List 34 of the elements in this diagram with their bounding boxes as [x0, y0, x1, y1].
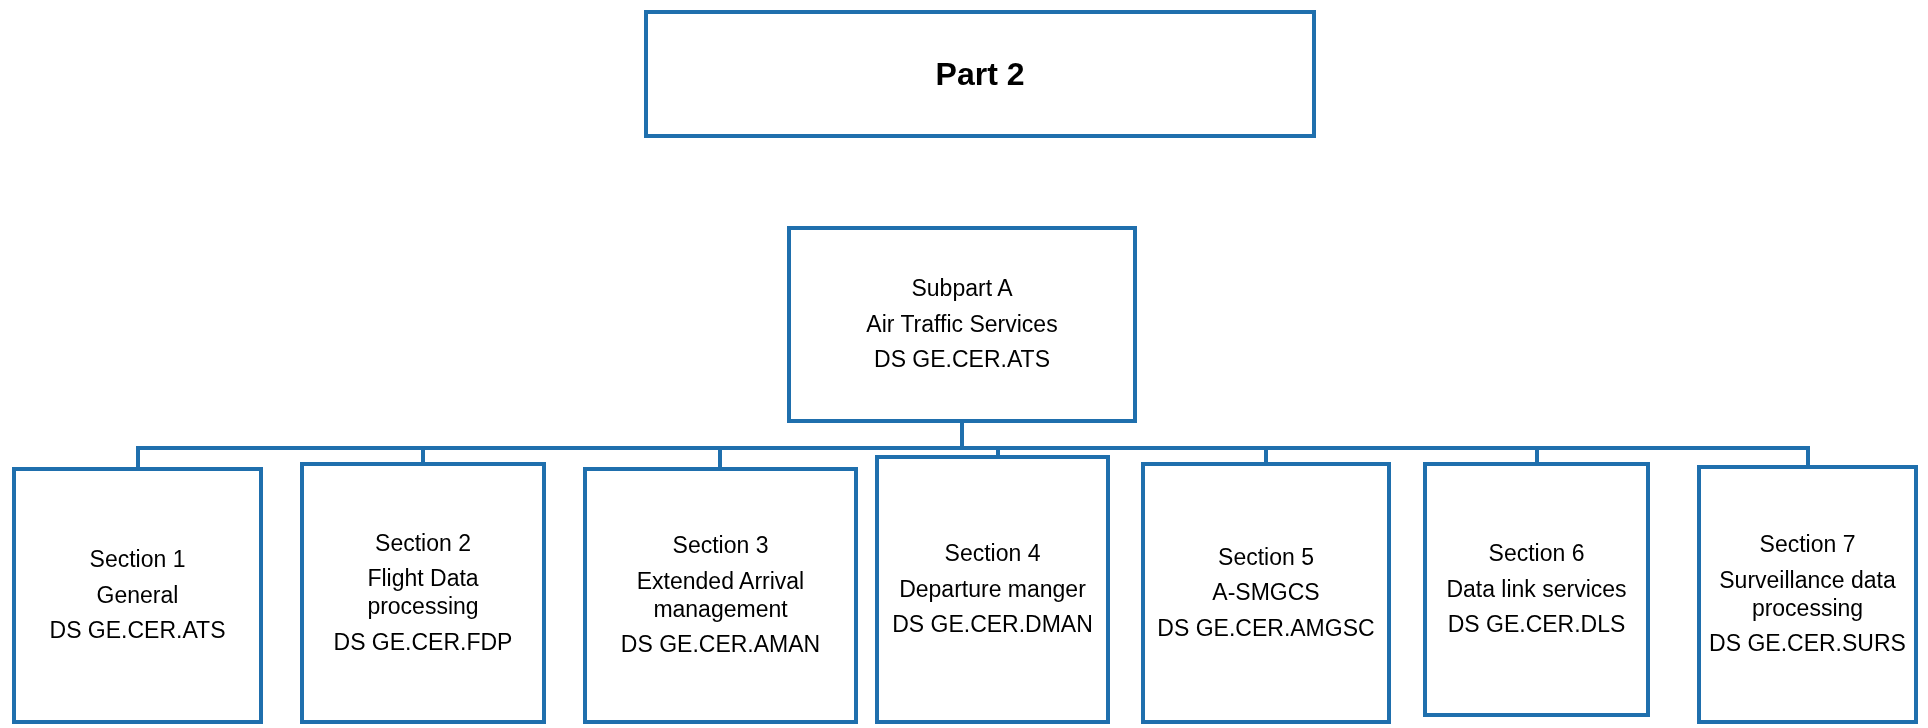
section-box: [787, 226, 1137, 423]
node-label: Extended Arrival management: [635, 567, 806, 624]
node-label: Section 6: [1488, 540, 1585, 568]
section-box: [12, 467, 263, 724]
node-label: Departure manger: [899, 575, 1086, 604]
node-label: General: [96, 581, 179, 610]
section-box: [875, 455, 1110, 724]
node-label: Section 4: [944, 540, 1041, 568]
node-label: Part 2: [935, 54, 1025, 94]
node-label: DS GE.CER.SURS: [1709, 630, 1906, 658]
node-label: DS GE.CER.DMAN: [892, 611, 1093, 639]
node-label: DS GE.CER.FDP: [333, 628, 513, 657]
node-label: DS GE.CER.ATS: [874, 346, 1050, 374]
node-label: Section 3: [672, 532, 769, 560]
node-label: Section 5: [1218, 543, 1314, 572]
node-label: Data link services: [1446, 575, 1627, 604]
node-label: DS GE.CER.ATS: [49, 617, 226, 645]
node-label: Air Traffic Services: [866, 310, 1058, 339]
node-label: DS GE.CER.AMAN: [620, 631, 821, 659]
section-box: [300, 462, 546, 724]
title-box: [644, 10, 1316, 138]
section-box: [583, 467, 858, 724]
node-label: Section 2: [375, 529, 471, 558]
node-label: A-SMGCS: [1212, 579, 1320, 607]
section-box: [1423, 462, 1650, 717]
section-box: [1141, 462, 1391, 724]
section-box: [1697, 465, 1918, 724]
node-label: Subpart A: [911, 275, 1013, 303]
node-label: Flight Data processing: [366, 565, 480, 621]
node-label: Surveillance data processing: [1718, 566, 1897, 623]
node-label: Section 1: [89, 546, 186, 574]
node-label: DS GE.CER.AMGSC: [1157, 614, 1375, 643]
node-label: DS GE.CER.DLS: [1447, 611, 1626, 639]
node-label: Section 7: [1759, 531, 1856, 559]
